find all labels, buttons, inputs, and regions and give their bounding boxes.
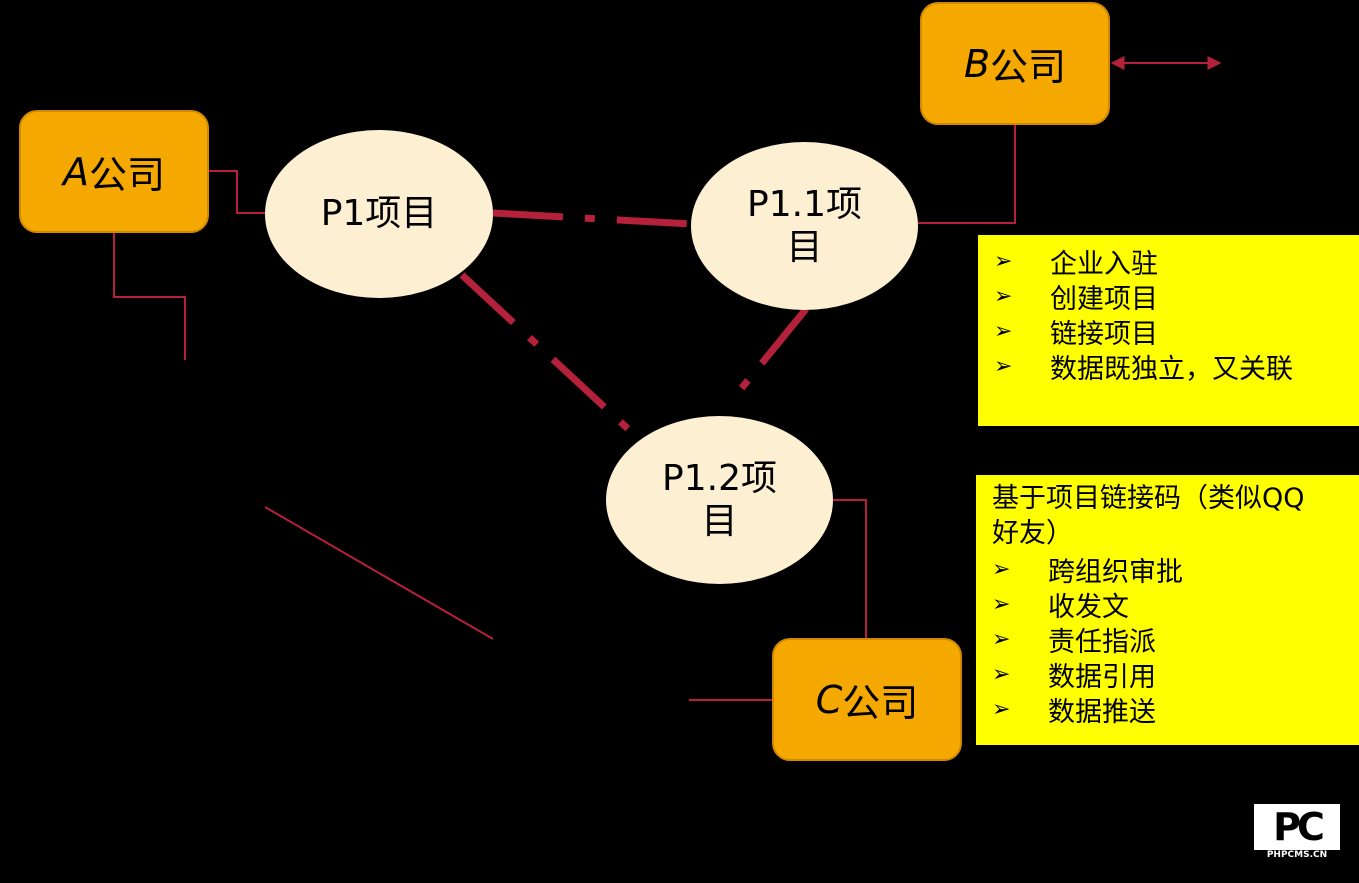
project-p1-1: P1.1项 目 bbox=[691, 142, 918, 310]
link-p11-to-p12 bbox=[733, 306, 809, 398]
project-p1-1-label-line1: P1.1项 bbox=[747, 183, 862, 225]
list-item: ➢ 创建项目 bbox=[994, 279, 1359, 315]
company-b-name: 公司 bbox=[990, 45, 1067, 89]
list-item: ➢ 数据推送 bbox=[992, 692, 1359, 728]
features-list: ➢ 企业入驻 ➢ 创建项目 ➢ 链接项目 ➢ 数据既独立，又关联 bbox=[994, 244, 1359, 385]
features-note: ➢ 企业入驻 ➢ 创建项目 ➢ 链接项目 ➢ 数据既独立，又关联 bbox=[978, 235, 1359, 426]
list-item: ➢ 数据引用 bbox=[992, 657, 1359, 693]
arrow-bullet-icon: ➢ bbox=[992, 662, 1011, 687]
project-p1-1-label-line2: 目 bbox=[786, 227, 823, 268]
list-item: ➢ 跨组织审批 bbox=[992, 552, 1359, 588]
feature-label: 创建项目 bbox=[1050, 284, 1158, 315]
link-code-note: 基于项目链接码（类似QQ 好友） ➢ 跨组织审批 ➢ 收发文 ➢ 责任指派 ➢ 数据引用… bbox=[976, 475, 1359, 745]
link-code-intro-line1: 基于项目链接码（类似QQ bbox=[992, 483, 1305, 514]
link-feature-label: 跨组织审批 bbox=[1048, 557, 1183, 588]
link-code-intro-line2: 好友） bbox=[992, 518, 1073, 549]
link-feature-label: 收发文 bbox=[1048, 592, 1129, 623]
logo-caption: PHPCMS.CN bbox=[1266, 850, 1328, 860]
company-b-letter: B bbox=[963, 41, 991, 86]
list-item: ➢ 数据既独立，又关联 bbox=[994, 349, 1359, 385]
logo-mark: PC bbox=[1254, 804, 1340, 850]
project-p1-2-label-line2: 目 bbox=[701, 501, 738, 542]
project-p1-label: P1项目 bbox=[320, 193, 438, 235]
arrow-bullet-icon: ➢ bbox=[992, 592, 1011, 617]
link-code-list: ➢ 跨组织审批 ➢ 收发文 ➢ 责任指派 ➢ 数据引用 ➢ 数据推送 bbox=[992, 552, 1359, 728]
link-p1-to-p11 bbox=[492, 209, 692, 228]
link-code-intro: 基于项目链接码（类似QQ 好友） bbox=[992, 481, 1359, 551]
list-item: ➢ 收发文 bbox=[992, 587, 1359, 623]
phpcms-logo: PC PHPCMS.CN bbox=[1254, 804, 1340, 862]
arrow-bullet-icon: ➢ bbox=[994, 319, 1013, 344]
list-item: ➢ 链接项目 bbox=[994, 314, 1359, 350]
connector-a-to-p1 bbox=[209, 170, 266, 214]
company-a-letter: A bbox=[62, 149, 89, 194]
feature-label: 数据既独立，又关联 bbox=[1050, 354, 1293, 385]
list-item: ➢ 企业入驻 bbox=[994, 244, 1359, 280]
connector-b-to-p11 bbox=[918, 125, 1016, 224]
arrow-bullet-icon: ➢ bbox=[994, 284, 1013, 309]
feature-label: 链接项目 bbox=[1050, 319, 1158, 350]
list-item: ➢ 责任指派 bbox=[992, 622, 1359, 658]
connector-p12-to-c bbox=[833, 499, 867, 640]
project-p1-2-label-line1: P1.2项 bbox=[662, 457, 777, 499]
arrow-bullet-icon: ➢ bbox=[992, 557, 1011, 582]
arrow-bullet-icon: ➢ bbox=[994, 354, 1013, 379]
project-p1: P1项目 bbox=[265, 130, 493, 298]
company-c-name: 公司 bbox=[842, 681, 919, 725]
arrow-bullet-icon: ➢ bbox=[992, 627, 1011, 652]
arrow-bullet-icon: ➢ bbox=[994, 249, 1013, 274]
company-a-name: 公司 bbox=[88, 153, 165, 197]
project-p1-2: P1.2项 目 bbox=[606, 416, 833, 584]
feature-label: 企业入驻 bbox=[1050, 249, 1158, 280]
arrow-bullet-icon: ➢ bbox=[992, 697, 1011, 722]
link-feature-label: 数据引用 bbox=[1048, 662, 1156, 693]
connector-a-down bbox=[113, 233, 186, 360]
company-c-letter: C bbox=[815, 677, 843, 722]
connector-diagonal bbox=[264, 506, 494, 640]
link-feature-label: 责任指派 bbox=[1048, 627, 1156, 658]
link-p1-to-p12 bbox=[459, 272, 643, 443]
link-feature-label: 数据推送 bbox=[1048, 697, 1156, 728]
